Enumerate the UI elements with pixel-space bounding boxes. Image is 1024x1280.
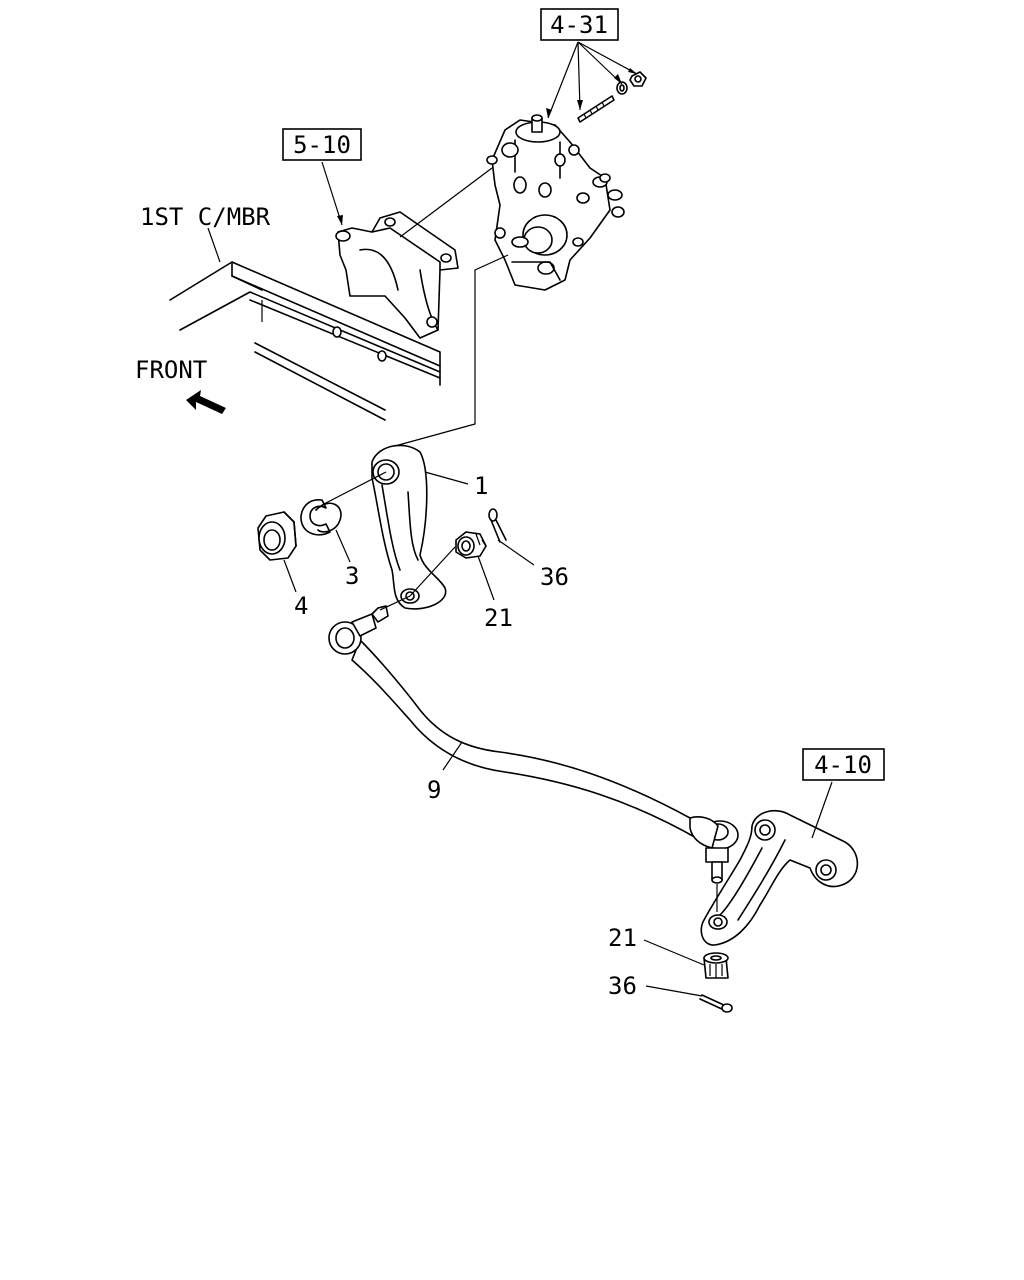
steering-gear-box: [486, 114, 625, 291]
ref-box-4-10: [802, 748, 885, 781]
relay-arm: [700, 810, 859, 946]
ref-label-4-10: 4-10: [814, 751, 872, 779]
ref-label-4-31: 4-31: [550, 11, 608, 39]
cotter-pin-lower: [699, 994, 733, 1013]
part-number-3: 3: [345, 562, 359, 590]
lock-washer: [300, 499, 342, 536]
frame-cross-member: [169, 261, 441, 421]
pitman-arm: [371, 444, 447, 610]
part-number-21-upper: 21: [484, 604, 513, 632]
leader-lines: [207, 41, 833, 997]
part-number-36-upper: 36: [540, 563, 569, 591]
pitman-arm-nut: [257, 511, 297, 561]
part-number-1: 1: [474, 472, 488, 500]
cotter-pin-upper: [488, 508, 507, 543]
front-label: FRONT: [135, 356, 207, 384]
part-number-36-lower: 36: [608, 972, 637, 1000]
ref-label-5-10: 5-10: [293, 131, 351, 159]
drag-link: [328, 605, 739, 884]
part-number-21-lower: 21: [608, 924, 637, 952]
front-direction-arrow: [186, 390, 226, 414]
castle-nut-upper: [455, 531, 487, 559]
ref-box-5-10: [282, 128, 362, 161]
ref-box-4-31: [540, 8, 619, 41]
assembly-lines: [321, 167, 718, 912]
frame-label: 1ST C/MBR: [140, 203, 271, 231]
part-number-4: 4: [294, 592, 308, 620]
part-number-9: 9: [427, 776, 441, 804]
mounting-bolt-group: [577, 71, 647, 123]
castle-nut-lower: [703, 952, 729, 979]
steering-gear-bracket: [335, 211, 459, 339]
